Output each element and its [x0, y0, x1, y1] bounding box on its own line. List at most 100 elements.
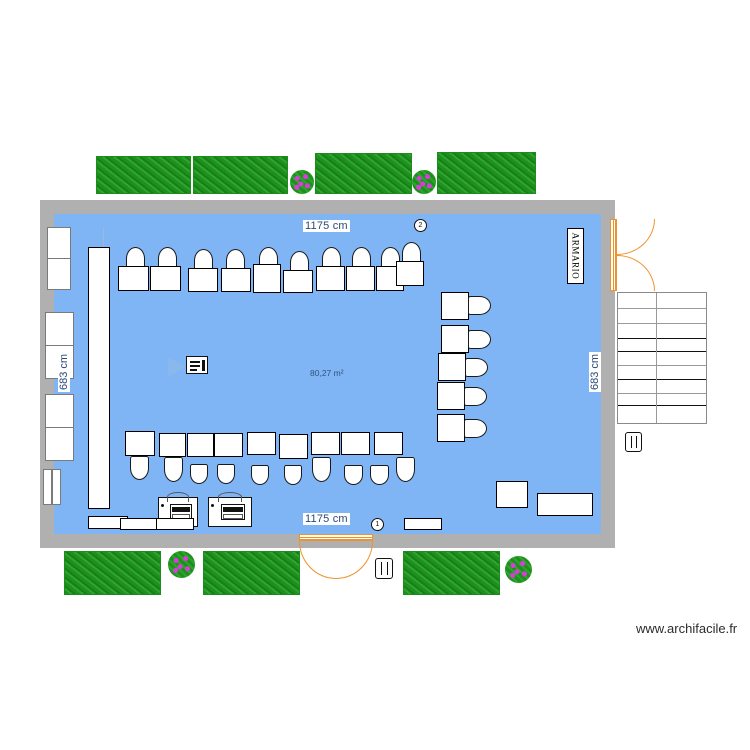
desk[interactable] [187, 433, 214, 457]
projector-indicator [190, 361, 200, 363]
left-counter[interactable] [88, 247, 110, 509]
desk[interactable] [437, 382, 465, 410]
door-frame [613, 219, 616, 291]
appliance-stove[interactable] [208, 492, 252, 527]
desk[interactable] [311, 432, 340, 455]
table[interactable] [496, 481, 528, 508]
chair[interactable] [284, 465, 302, 485]
door-swing-arc [299, 541, 336, 579]
desk[interactable] [188, 268, 218, 292]
chair[interactable] [190, 464, 208, 484]
chair[interactable] [465, 358, 488, 377]
stair-step [618, 393, 706, 394]
desk[interactable] [125, 431, 155, 456]
chair[interactable] [396, 457, 415, 482]
stair-step [618, 338, 706, 339]
desk[interactable] [279, 434, 308, 459]
outdoor-chair-icon[interactable] [375, 558, 393, 579]
stair-step [618, 405, 706, 406]
bottom-counter[interactable] [156, 518, 194, 530]
hedge [193, 156, 288, 194]
bottom-counter[interactable] [404, 518, 442, 530]
desk[interactable] [214, 433, 243, 457]
sink-icon [218, 492, 242, 502]
desk[interactable] [441, 325, 469, 353]
hedge [96, 156, 191, 194]
projector[interactable] [168, 356, 210, 378]
projector-beam-icon [168, 357, 186, 377]
stove-burner [223, 507, 243, 512]
desk[interactable] [253, 264, 281, 293]
chair[interactable] [251, 465, 269, 485]
marker-top[interactable]: 2 [414, 219, 427, 232]
chair[interactable] [164, 457, 183, 482]
dimension-top: 1175 cm [303, 220, 350, 232]
projector-lens [202, 360, 205, 371]
hedge [437, 152, 536, 194]
desk[interactable] [374, 432, 403, 455]
sink-icon [167, 492, 189, 502]
stairs[interactable] [617, 292, 707, 424]
projector-indicator [190, 365, 200, 367]
desk[interactable] [437, 414, 465, 442]
stair-step [618, 351, 706, 352]
desk[interactable] [150, 266, 181, 291]
stair-step [618, 365, 706, 366]
chair[interactable] [344, 465, 363, 485]
bottom-counter[interactable] [120, 518, 158, 530]
stair-rail [656, 293, 657, 423]
stove-knob [161, 504, 164, 507]
desk[interactable] [316, 266, 345, 291]
door-bottom[interactable] [299, 534, 373, 586]
cabinet-label: ARMARIO [570, 232, 581, 280]
dimension-right: 683 cm [589, 351, 601, 392]
door-swing-arc [617, 219, 655, 255]
window [47, 227, 71, 259]
desk[interactable] [438, 353, 466, 381]
table[interactable] [537, 493, 593, 516]
chair[interactable] [312, 457, 331, 482]
desk[interactable] [396, 261, 424, 286]
oven-door [223, 514, 243, 519]
window [45, 312, 74, 346]
hedge [315, 153, 412, 194]
flowering-bush-icon [290, 170, 314, 194]
stair-step [618, 308, 706, 309]
desk[interactable] [159, 433, 186, 457]
desk[interactable] [283, 270, 313, 293]
hedge [403, 551, 500, 595]
desk[interactable] [118, 266, 149, 291]
stove-knob [211, 504, 214, 507]
chair[interactable] [468, 296, 491, 315]
chair[interactable] [468, 330, 491, 349]
chair[interactable] [217, 464, 235, 484]
stair-step [618, 323, 706, 324]
projector-indicator [190, 369, 197, 371]
watermark: www.archifacile.fr [636, 621, 738, 636]
chair[interactable] [464, 419, 487, 438]
desk[interactable] [247, 432, 276, 455]
stair-step [618, 379, 706, 380]
desk[interactable] [346, 266, 375, 291]
outdoor-chair-icon[interactable] [625, 432, 642, 452]
window [45, 427, 74, 461]
dimension-bottom: 1175 cm [303, 513, 350, 525]
desk[interactable] [221, 268, 251, 292]
stove-burner [172, 507, 190, 512]
desk[interactable] [441, 292, 469, 320]
door-right[interactable] [610, 219, 658, 291]
wall-top [40, 200, 615, 214]
chair-seat [381, 562, 388, 575]
marker-bottom[interactable]: 1 [371, 518, 384, 531]
flowering-bush-icon [505, 556, 532, 583]
window [52, 469, 61, 505]
hedge [203, 551, 300, 595]
chair[interactable] [370, 465, 389, 485]
chair[interactable] [130, 456, 149, 480]
chair-seat [631, 436, 637, 448]
cabinet-armario[interactable]: ARMARIO [567, 228, 584, 284]
desk[interactable] [341, 432, 370, 455]
window [43, 469, 52, 505]
chair[interactable] [464, 387, 487, 406]
hedge [64, 551, 161, 595]
